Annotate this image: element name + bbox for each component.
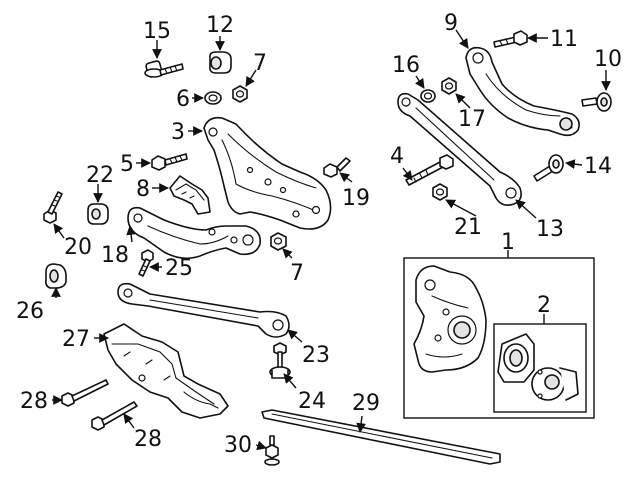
- callout-28-b: 28: [134, 427, 162, 452]
- part-9-upper-control-arm: [465, 46, 580, 137]
- callout-12: 12: [206, 13, 234, 38]
- callout-15: 15: [143, 19, 171, 44]
- part-11-bolt: [493, 30, 528, 48]
- callout-2: 2: [537, 293, 551, 318]
- part-15-flange-bolt: [144, 60, 184, 78]
- callout-11: 11: [550, 27, 578, 52]
- assembly-box-2: [493, 323, 587, 413]
- part-21-nut: [432, 183, 448, 201]
- part-16-washer: [420, 89, 436, 103]
- callout-27: 27: [62, 327, 90, 352]
- callout-29: 29: [352, 391, 380, 416]
- callout-19: 19: [342, 186, 370, 211]
- assembly-box-1: [403, 257, 595, 419]
- part-25-bolt: [138, 249, 154, 277]
- part-7-nut-lower: [270, 232, 287, 251]
- callout-24: 24: [298, 389, 326, 414]
- part-28-long-bolt-a: [61, 379, 109, 407]
- part-7-nut-upper: [232, 85, 248, 103]
- callout-14: 14: [584, 154, 612, 179]
- part-27-shield: [103, 323, 229, 419]
- callout-16: 16: [392, 53, 420, 78]
- callout-numbers: 15 12 7 6 3 5 8 19 22 20 18 7 25 26 27 2…: [16, 11, 622, 458]
- callout-4: 4: [390, 144, 404, 169]
- callout-5: 5: [120, 152, 134, 177]
- part-18-control-arm: [127, 206, 262, 260]
- part-3-lower-control-arm: [203, 116, 332, 230]
- part-20-bolt: [43, 191, 63, 224]
- callout-6: 6: [176, 87, 190, 112]
- callout-7-upper: 7: [253, 51, 267, 76]
- part-28-long-bolt-b: [91, 401, 138, 431]
- part-24-bolt: [269, 342, 291, 379]
- callout-13: 13: [536, 217, 564, 242]
- callout-17: 17: [458, 107, 486, 132]
- part-17-nut: [441, 77, 457, 95]
- part-12-bushing: [209, 51, 232, 74]
- callout-22: 22: [86, 163, 114, 188]
- part-22-bushing: [87, 203, 109, 225]
- part-14-bolt: [533, 154, 564, 182]
- leader-lines: [51, 29, 611, 451]
- part-19-bolt: [323, 157, 351, 178]
- part-26-bushing: [45, 263, 67, 289]
- callout-7-lower: 7: [290, 261, 304, 286]
- callout-23: 23: [302, 343, 330, 368]
- part-29-strip: [261, 409, 501, 465]
- part-5-bolt: [151, 153, 188, 171]
- part-10-bolt: [581, 92, 612, 112]
- callout-1: 1: [501, 230, 515, 255]
- part-4-bolt: [405, 154, 454, 186]
- callout-20: 20: [64, 235, 92, 260]
- part-8-bracket: [169, 175, 211, 215]
- callout-30: 30: [224, 433, 252, 458]
- part-6-washer: [204, 91, 222, 105]
- callout-21: 21: [454, 215, 482, 240]
- callout-9: 9: [444, 11, 458, 36]
- callout-25: 25: [165, 256, 193, 281]
- callout-3: 3: [171, 120, 185, 145]
- part-23-lateral-link: [117, 282, 290, 338]
- part-30-bolt: [264, 435, 280, 466]
- callout-8: 8: [136, 177, 150, 202]
- callout-26: 26: [16, 299, 44, 324]
- part-13-trailing-link: [397, 92, 522, 206]
- callout-18: 18: [101, 243, 129, 268]
- part-2-hub-bearing: [497, 333, 579, 401]
- callout-28-a: 28: [20, 389, 48, 414]
- part-1-knuckle: [413, 265, 487, 373]
- callout-10: 10: [594, 47, 622, 72]
